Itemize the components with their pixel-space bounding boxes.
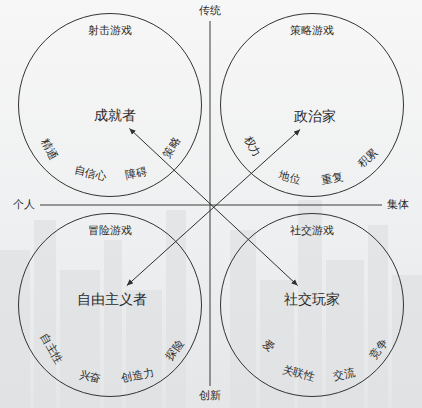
player-type: 成就者: [91, 105, 139, 126]
keyword: 积累: [355, 147, 380, 172]
keyword: 关联性: [280, 363, 315, 384]
game-circle: 冒险游戏自主性兴奋创造力探险 自由主义者: [18, 213, 202, 397]
player-type-label: 社交玩家: [284, 291, 340, 308]
keyword: 自信心: [72, 164, 107, 184]
keyword: 精通: [38, 137, 60, 163]
keyword: 策略: [161, 135, 183, 161]
player-type-label: 政治家: [294, 108, 336, 125]
building: [392, 275, 422, 408]
axis-label: 个人: [13, 198, 35, 211]
keyword: 探险: [163, 337, 186, 363]
player-axis-arrow: [127, 129, 300, 285]
circle-shape: [221, 14, 404, 197]
game-circle: 策略游戏权力地位重复积累 政治家: [220, 13, 404, 197]
axis-label: 传统: [199, 4, 221, 17]
circle-shape: [221, 214, 404, 397]
game-genre-title: 策略游戏: [290, 24, 334, 37]
keyword: 障碍: [124, 165, 148, 182]
keyword: 地位: [278, 169, 303, 187]
building: [0, 250, 30, 408]
game-genre-title: 社交游戏: [290, 224, 334, 237]
building: [166, 210, 186, 408]
player-type: 社交玩家: [281, 289, 343, 310]
keyword: 权力: [241, 134, 263, 160]
building: [368, 225, 388, 408]
player-type: 政治家: [291, 106, 339, 127]
keyword: 自主性: [37, 331, 65, 366]
player-type: 自由主义者: [74, 289, 150, 310]
game-circle: 社交游戏爱关联性交流竞争社交玩家: [220, 213, 404, 397]
circle-shape: [19, 14, 202, 197]
building: [326, 260, 364, 408]
building: [34, 220, 56, 408]
building: [104, 240, 122, 408]
game-genre-title: 冒险游戏: [88, 224, 132, 237]
circle-shape: [19, 214, 202, 397]
circle-outline: [220, 13, 404, 197]
game-circle: 射击游戏精通自信心障碍策略 成就者: [18, 13, 202, 197]
game-genre-title: 射击游戏: [88, 24, 132, 37]
keyword: 兴奋: [78, 368, 102, 385]
keyword: 爱: [260, 337, 277, 354]
axis-label: 创新: [199, 389, 221, 402]
circle-outline: [18, 13, 202, 197]
keyword: 重复: [320, 171, 344, 188]
skyline: [0, 200, 422, 408]
axis-label: 集体: [387, 198, 409, 211]
player-type-label: 自由主义者: [77, 291, 147, 308]
player-type-label: 成就者: [94, 107, 136, 124]
keyword: 创造力: [119, 366, 154, 386]
keyword: 交流: [332, 366, 356, 383]
